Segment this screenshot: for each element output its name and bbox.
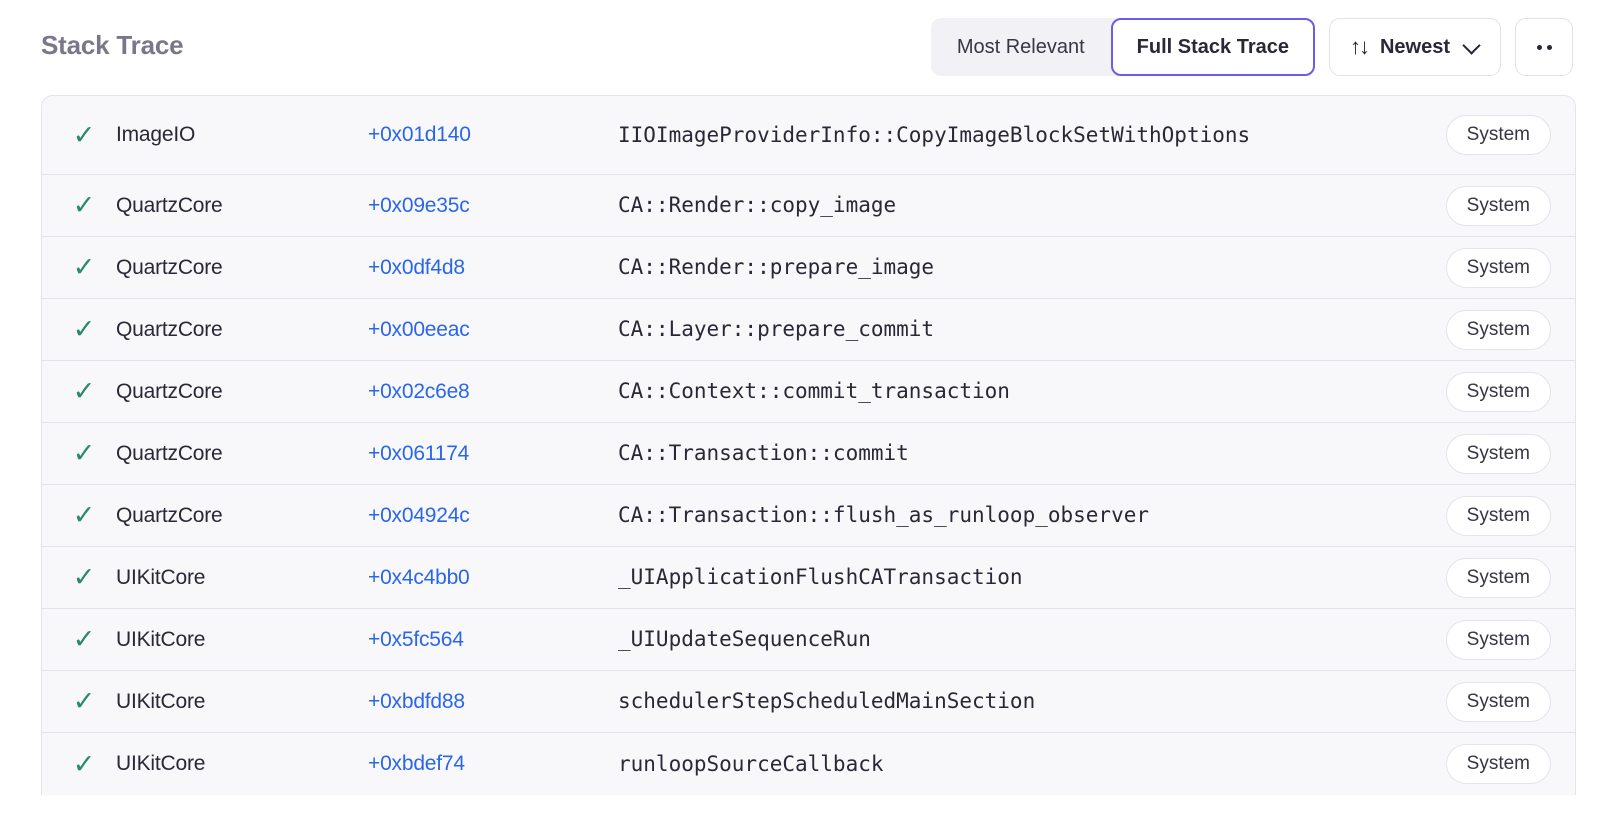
checkmark-icon[interactable]: ✓ <box>72 119 96 150</box>
status-badge: System <box>1445 115 1551 155</box>
frame-function: runloopSourceCallback <box>618 751 884 776</box>
status-badge: System <box>1445 619 1551 660</box>
frame-package: QuartzCore <box>116 255 223 279</box>
frame-package: QuartzCore <box>116 379 223 403</box>
frame-offset-link[interactable]: +0xbdef74 <box>368 752 465 775</box>
table-row[interactable]: ✓ QuartzCore +0x00eeac CA::Layer::prepare_c… <box>42 299 1575 361</box>
frame-function: CA::Context::commit_transaction <box>618 379 1010 404</box>
more-options-button[interactable] <box>1515 18 1573 76</box>
chevron-down-icon <box>1464 39 1480 55</box>
frame-package: UIKitCore <box>116 752 206 775</box>
frame-function: CA::Transaction::commit <box>618 441 909 466</box>
frame-offset-link[interactable]: +0x09e35c <box>368 193 470 217</box>
tab-full-stack-trace[interactable]: Full Stack Trace <box>1110 18 1315 76</box>
frame-offset-link[interactable]: +0x00eeac <box>368 317 470 341</box>
page-title: Stack Trace <box>41 30 184 60</box>
status-badge: System <box>1445 185 1551 226</box>
frame-offset-link[interactable]: +0x4c4bb0 <box>368 565 470 589</box>
checkmark-icon[interactable]: ✓ <box>72 748 96 779</box>
frame-offset-link[interactable]: +0x0df4d8 <box>368 255 465 279</box>
checkmark-icon[interactable]: ✓ <box>72 314 96 344</box>
frame-offset-link[interactable]: +0x01d140 <box>368 123 471 146</box>
frame-function: CA::Render::prepare_image <box>618 255 935 280</box>
frame-package: UIKitCore <box>116 565 206 589</box>
table-row[interactable]: ✓ ImageIO +0x01d140 IIOImageProviderInfo::C… <box>42 96 1575 175</box>
status-badge: System <box>1445 557 1551 598</box>
checkmark-icon[interactable]: ✓ <box>72 686 96 716</box>
frame-offset-link[interactable]: +0x02c6e8 <box>368 379 470 403</box>
stack-trace-view-toggle[interactable]: Most Relevant Full Stack Trace <box>930 18 1315 76</box>
frame-offset-link[interactable]: +0xbdfd88 <box>368 689 465 713</box>
sort-dropdown[interactable]: ↑↓ Newest <box>1328 18 1501 76</box>
table-row[interactable]: ✓ QuartzCore +0x061174 CA::Transaction::com… <box>42 423 1575 485</box>
status-badge: System <box>1445 744 1551 784</box>
checkmark-icon[interactable]: ✓ <box>72 376 96 406</box>
sort-arrows-icon: ↑↓ <box>1349 34 1370 59</box>
status-badge: System <box>1445 371 1551 412</box>
checkmark-icon[interactable]: ✓ <box>72 624 96 654</box>
table-row[interactable]: ✓ QuartzCore +0x09e35c CA::Render::copy_ima… <box>42 175 1575 237</box>
table-row[interactable]: ✓ UIKitCore +0xbdfd88 schedulerStepSchedule… <box>42 671 1575 733</box>
status-badge: System <box>1445 681 1551 722</box>
stack-trace-header: Stack Trace Most Relevant Full Stack Tra… <box>0 0 1614 94</box>
frame-offset-link[interactable]: +0x04924c <box>368 503 470 527</box>
frame-function: CA::Layer::prepare_commit <box>618 317 935 342</box>
frame-package: ImageIO <box>116 123 196 146</box>
tab-most-relevant[interactable]: Most Relevant <box>956 35 1085 58</box>
table-row[interactable]: ✓ QuartzCore +0x04924c CA::Transaction::flu… <box>42 485 1575 547</box>
ellipsis-icon <box>1536 44 1542 50</box>
table-row[interactable]: ✓ QuartzCore +0x02c6e8 CA::Context::commit_… <box>42 361 1575 423</box>
checkmark-icon[interactable]: ✓ <box>72 438 96 468</box>
table-row[interactable]: ✓ UIKitCore +0xbdef74 runloopSourceCallback… <box>42 733 1575 795</box>
stack-trace-list: ✓ ImageIO +0x01d140 IIOImageProviderInfo::C… <box>41 95 1576 795</box>
frame-function: IIOImageProviderInfo::CopyImageBlockSetW… <box>618 122 1251 147</box>
header-controls: Most Relevant Full Stack Trace ↑↓ Newest <box>930 18 1573 76</box>
checkmark-icon[interactable]: ✓ <box>72 500 96 530</box>
frame-function: CA::Transaction::flush_as_runloop_observ… <box>618 503 1150 528</box>
checkmark-icon[interactable]: ✓ <box>72 190 96 220</box>
table-row[interactable]: ✓ UIKitCore +0x5fc564 _UIUpdateSequenceRun S… <box>42 609 1575 671</box>
frame-function: _UIUpdateSequenceRun <box>618 627 871 652</box>
frame-package: UIKitCore <box>116 627 206 651</box>
status-badge: System <box>1445 309 1551 350</box>
frame-function: CA::Render::copy_image <box>618 193 897 218</box>
frame-package: QuartzCore <box>116 317 223 341</box>
frame-function: schedulerStepScheduledMainSection <box>618 689 1036 714</box>
status-badge: System <box>1445 495 1551 536</box>
frame-function: _UIApplicationFlushCATransaction <box>618 565 1023 590</box>
checkmark-icon[interactable]: ✓ <box>72 252 96 282</box>
table-row[interactable]: ✓ QuartzCore +0x0df4d8 CA::Render::prepare_… <box>42 237 1575 299</box>
status-badge: System <box>1445 433 1551 474</box>
table-row[interactable]: ✓ UIKitCore +0x4c4bb0 _UIApplicationFlushCA… <box>42 547 1575 609</box>
status-badge: System <box>1445 247 1551 288</box>
frame-package: QuartzCore <box>116 503 223 527</box>
sort-value: Newest <box>1379 35 1450 58</box>
frame-offset-link[interactable]: +0x5fc564 <box>368 627 464 651</box>
checkmark-icon[interactable]: ✓ <box>72 562 96 592</box>
frame-offset-link[interactable]: +0x061174 <box>368 441 470 465</box>
ellipsis-icon <box>1546 44 1552 50</box>
frame-package: UIKitCore <box>116 689 206 713</box>
frame-package: QuartzCore <box>116 441 223 465</box>
frame-package: QuartzCore <box>116 193 223 217</box>
